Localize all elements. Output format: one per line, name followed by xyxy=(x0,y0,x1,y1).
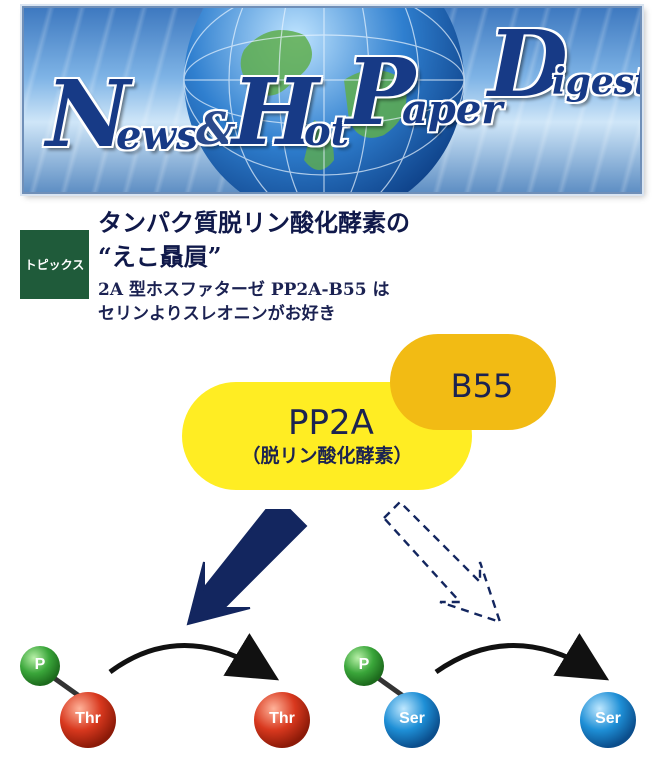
ser-left-ball xyxy=(384,692,440,748)
thr-left-ball xyxy=(60,692,116,748)
b55-subunit: B55 xyxy=(390,334,556,430)
title-digest-rest: igest xyxy=(552,61,642,103)
phosphate-left-label: P xyxy=(34,656,46,673)
subheadline-line-2: セリンよりスレオニンがお好き xyxy=(98,304,336,324)
globe-icon xyxy=(183,8,465,192)
title-p-initial: P xyxy=(346,38,416,146)
title-ampersand: & xyxy=(196,104,236,155)
banner-title: N ews & H ot P aper D igest xyxy=(24,8,640,192)
thr-right-label: Thr xyxy=(269,710,295,727)
ser-right-ball xyxy=(580,692,636,748)
ser-left-label: Ser xyxy=(399,710,425,727)
weak-arrow-to-ser xyxy=(382,500,502,624)
subheadline-line-1: 2A 型ホスファターゼ PP2A-B55 は xyxy=(98,280,390,300)
reaction-arrow-left xyxy=(108,633,280,681)
phosphate-right-ball xyxy=(344,646,384,686)
enzyme-diagram: B55 PP2A （脱リン酸化酵素） xyxy=(0,320,661,768)
strong-arrow-to-thr xyxy=(186,509,308,626)
diagram-graphics xyxy=(20,500,636,748)
reaction-arrow-right xyxy=(434,633,610,681)
title-h-initial: H xyxy=(232,58,319,166)
pp2a-label: PP2A xyxy=(288,403,374,443)
thr-right-ball xyxy=(254,692,310,748)
headline-line-2: “えこ贔屓” xyxy=(98,242,222,271)
topic-badge: トピックス xyxy=(20,230,89,299)
title-news-rest: ews xyxy=(116,112,199,159)
phosphate-right-label: P xyxy=(358,656,370,673)
title-paper-rest: aper xyxy=(402,86,503,133)
thr-left-label: Thr xyxy=(75,710,101,727)
topic-badge-label: トピックス xyxy=(24,258,85,272)
headline: タンパク質脱リン酸化酵素の “えこ贔屓” 2A 型ホスファターゼ PP2A-B5… xyxy=(98,206,638,326)
ser-right-label: Ser xyxy=(595,710,621,727)
title-d-initial: D xyxy=(488,10,568,118)
pp2a-sublabel: （脱リン酸化酵素） xyxy=(241,445,413,467)
b55-label: B55 xyxy=(450,367,514,405)
title-hot-rest: ot xyxy=(304,108,350,155)
title-n-initial: N xyxy=(46,60,131,168)
headline-line-1: タンパク質脱リン酸化酵素の xyxy=(98,208,410,237)
phosphate-left-ball xyxy=(20,646,60,686)
banner: N ews & H ot P aper D igest xyxy=(22,6,642,194)
